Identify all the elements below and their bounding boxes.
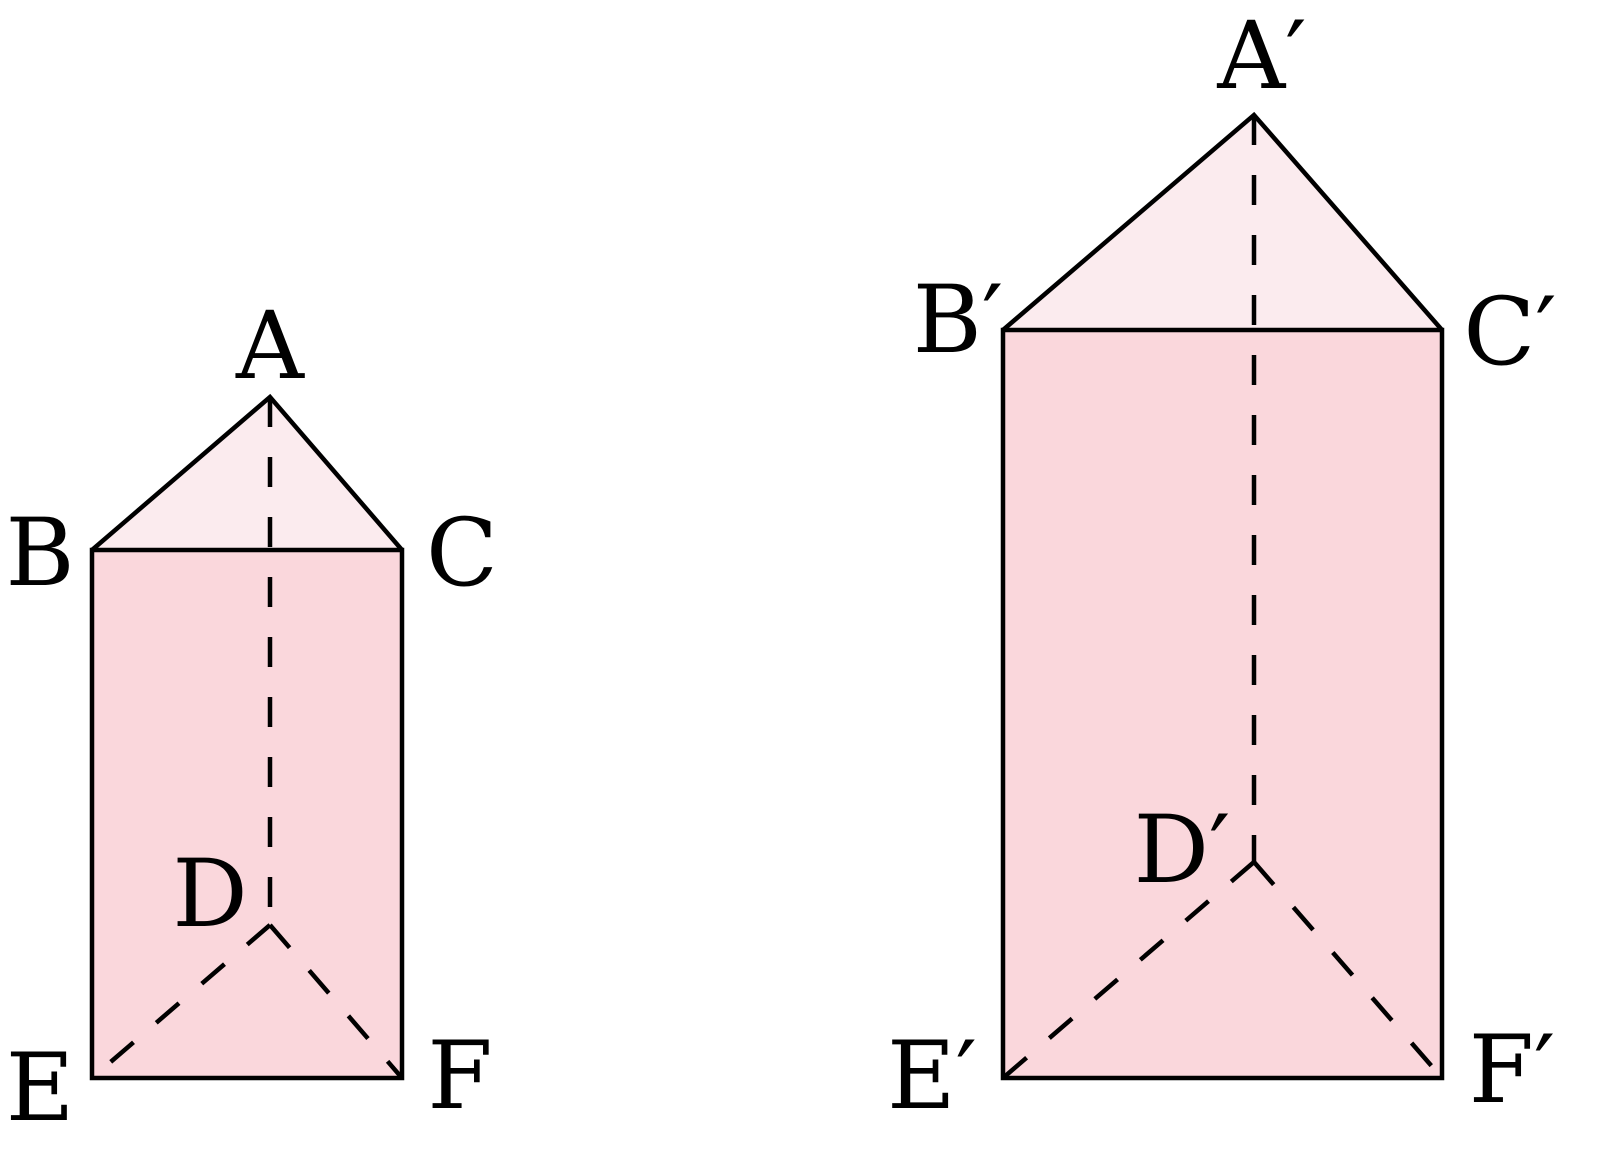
prism-small-edge-DE xyxy=(90,923,272,1080)
vertex-label-C: C xyxy=(426,499,498,608)
vertex-label-D: D xyxy=(172,840,247,949)
vertex-label-B-prime: B′ xyxy=(913,266,1003,375)
vertex-label-E-prime: E′ xyxy=(887,1022,977,1131)
vertex-label-F: F xyxy=(427,1022,492,1131)
vertex-label-E: E xyxy=(6,1034,75,1143)
vertex-label-F-prime: F′ xyxy=(1469,1016,1556,1125)
prism-large-edge-DF xyxy=(1252,860,1444,1080)
prism-large-outline xyxy=(1000,327,1445,1081)
prism-small-outline xyxy=(89,547,405,1081)
vertex-label-D-prime: D′ xyxy=(1134,796,1231,905)
prism-small-edge-BAC xyxy=(90,393,404,552)
prism-large-front-face xyxy=(1003,330,1442,1078)
prism-large-edge-BAC xyxy=(1001,111,1444,332)
prism-small: A B C D E F xyxy=(5,292,498,1143)
vertex-label-A: A xyxy=(235,292,305,401)
prism-small-top-face xyxy=(92,397,402,550)
vertex-label-A-prime: A′ xyxy=(1216,2,1306,111)
prism-large-top-face xyxy=(1003,115,1442,330)
vertex-label-C-prime: C′ xyxy=(1463,278,1556,387)
vertex-label-B: B xyxy=(5,499,74,608)
prism-small-front-face xyxy=(92,550,402,1078)
prism-large: A′ B′ C′ D′ E′ F′ xyxy=(887,2,1557,1131)
